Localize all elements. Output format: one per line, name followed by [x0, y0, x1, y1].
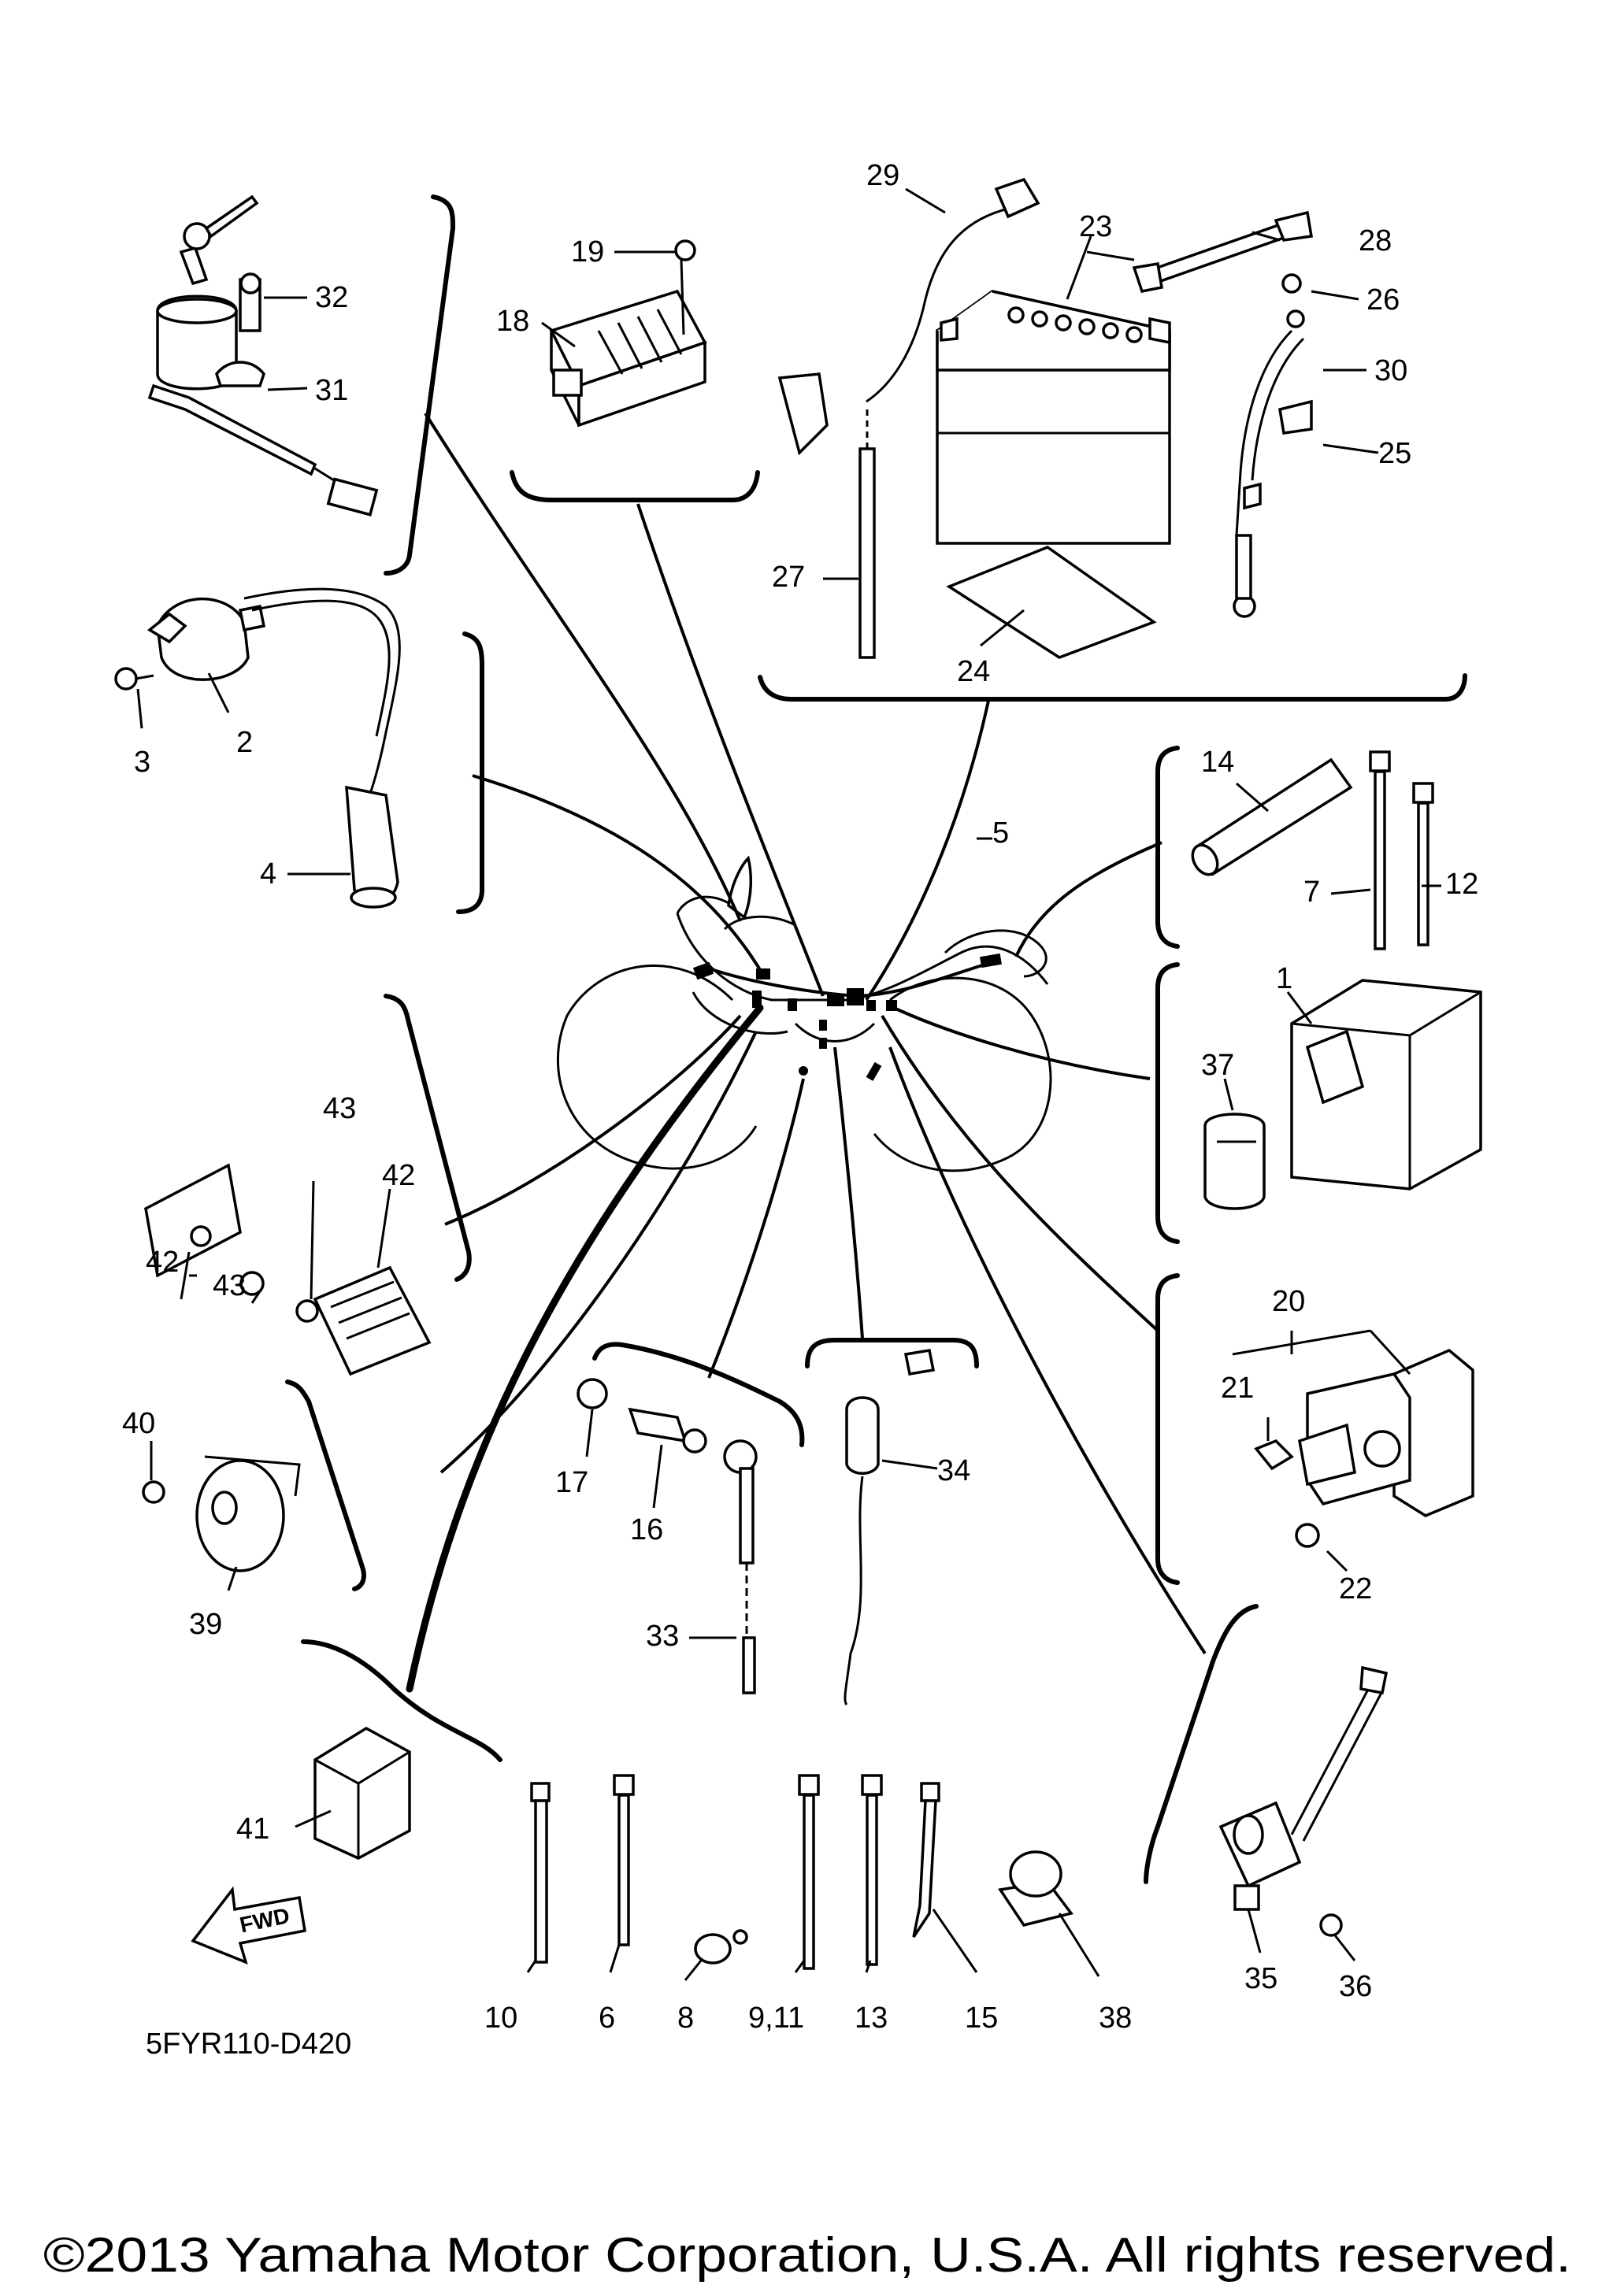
callout-43-left: 43 — [213, 1269, 246, 1302]
callout-17: 17 — [555, 1466, 588, 1499]
callout-25: 25 — [1378, 437, 1411, 470]
switch-parts-group — [577, 1348, 936, 1706]
copyright-notice: ©2013 Yamaha Motor Corporation, U.S.A. A… — [43, 2228, 1571, 2283]
group-brackets — [285, 194, 1467, 1884]
callout-31: 31 — [315, 374, 348, 407]
starter-relay-part — [1254, 1348, 1474, 1548]
callout-5: 5 — [992, 817, 1009, 850]
leader-lines — [406, 412, 1207, 1693]
callout-19: 19 — [571, 235, 604, 268]
rectifier-regulator-part — [549, 239, 707, 428]
callout-43-right: 43 — [323, 1092, 356, 1125]
callout-leaders — [136, 187, 1441, 1981]
callout-10: 10 — [484, 2002, 517, 2035]
callout-32: 32 — [315, 281, 348, 314]
callout-22: 22 — [1339, 1572, 1372, 1605]
callout-6: 6 — [599, 2002, 615, 2035]
callout-35: 35 — [1244, 1962, 1277, 1995]
callout-16: 16 — [630, 1513, 663, 1546]
callout-42-right: 42 — [382, 1159, 415, 1192]
callout-7: 7 — [1303, 876, 1320, 909]
vehicle-outline — [556, 855, 1052, 1172]
callout-29: 29 — [866, 159, 899, 192]
bands-and-clamps-part — [530, 1774, 1073, 1970]
callout-36: 36 — [1339, 1970, 1372, 2003]
callout-14: 14 — [1201, 746, 1234, 779]
callout-33: 33 — [646, 1620, 679, 1653]
callout-34: 34 — [937, 1454, 970, 1487]
horn-part — [142, 1455, 301, 1572]
callout-21: 21 — [1221, 1372, 1254, 1405]
drawing-code: 5FYR110-D420 — [146, 2028, 351, 2061]
callout-2: 2 — [236, 726, 253, 759]
callout-13: 13 — [855, 2002, 888, 2035]
callout-23: 23 — [1079, 210, 1112, 243]
callout-38: 38 — [1099, 2002, 1132, 2035]
callout-numbers: 1 2 3 4 5 6 7 8 9,11 10 12 13 14 15 16 1… — [122, 159, 1478, 2035]
callout-30: 30 — [1374, 354, 1407, 387]
neutral-switch-part — [1218, 1665, 1389, 1937]
callout-18: 18 — [496, 305, 529, 338]
callout-41: 41 — [236, 1813, 269, 1846]
callout-3: 3 — [134, 746, 150, 779]
callout-12: 12 — [1445, 868, 1478, 901]
callout-24: 24 — [957, 655, 990, 688]
callout-4: 4 — [260, 857, 276, 891]
battery-part — [777, 177, 1314, 659]
callout-1: 1 — [1276, 962, 1292, 995]
cdi-unit-part — [1203, 979, 1482, 1210]
callout-20: 20 — [1272, 1285, 1305, 1318]
callout-42-left: 42 — [146, 1246, 179, 1279]
relay-41-part — [313, 1726, 411, 1860]
callout-26: 26 — [1366, 283, 1400, 317]
callout-15: 15 — [965, 2002, 998, 2035]
callout-40: 40 — [122, 1407, 155, 1440]
callout-37: 37 — [1201, 1049, 1234, 1082]
callout-8: 8 — [677, 2002, 694, 2035]
callout-9-11: 9,11 — [748, 2002, 804, 2035]
protector-and-bands-part — [1191, 750, 1434, 950]
reflector-part — [144, 1163, 432, 1376]
callout-39: 39 — [189, 1608, 222, 1641]
forward-arrow-icon: FWD — [191, 1886, 307, 1965]
callout-28: 28 — [1359, 224, 1392, 257]
ignition-coil-part — [114, 587, 401, 909]
callout-27: 27 — [772, 561, 805, 594]
main-switch-part — [147, 194, 379, 517]
